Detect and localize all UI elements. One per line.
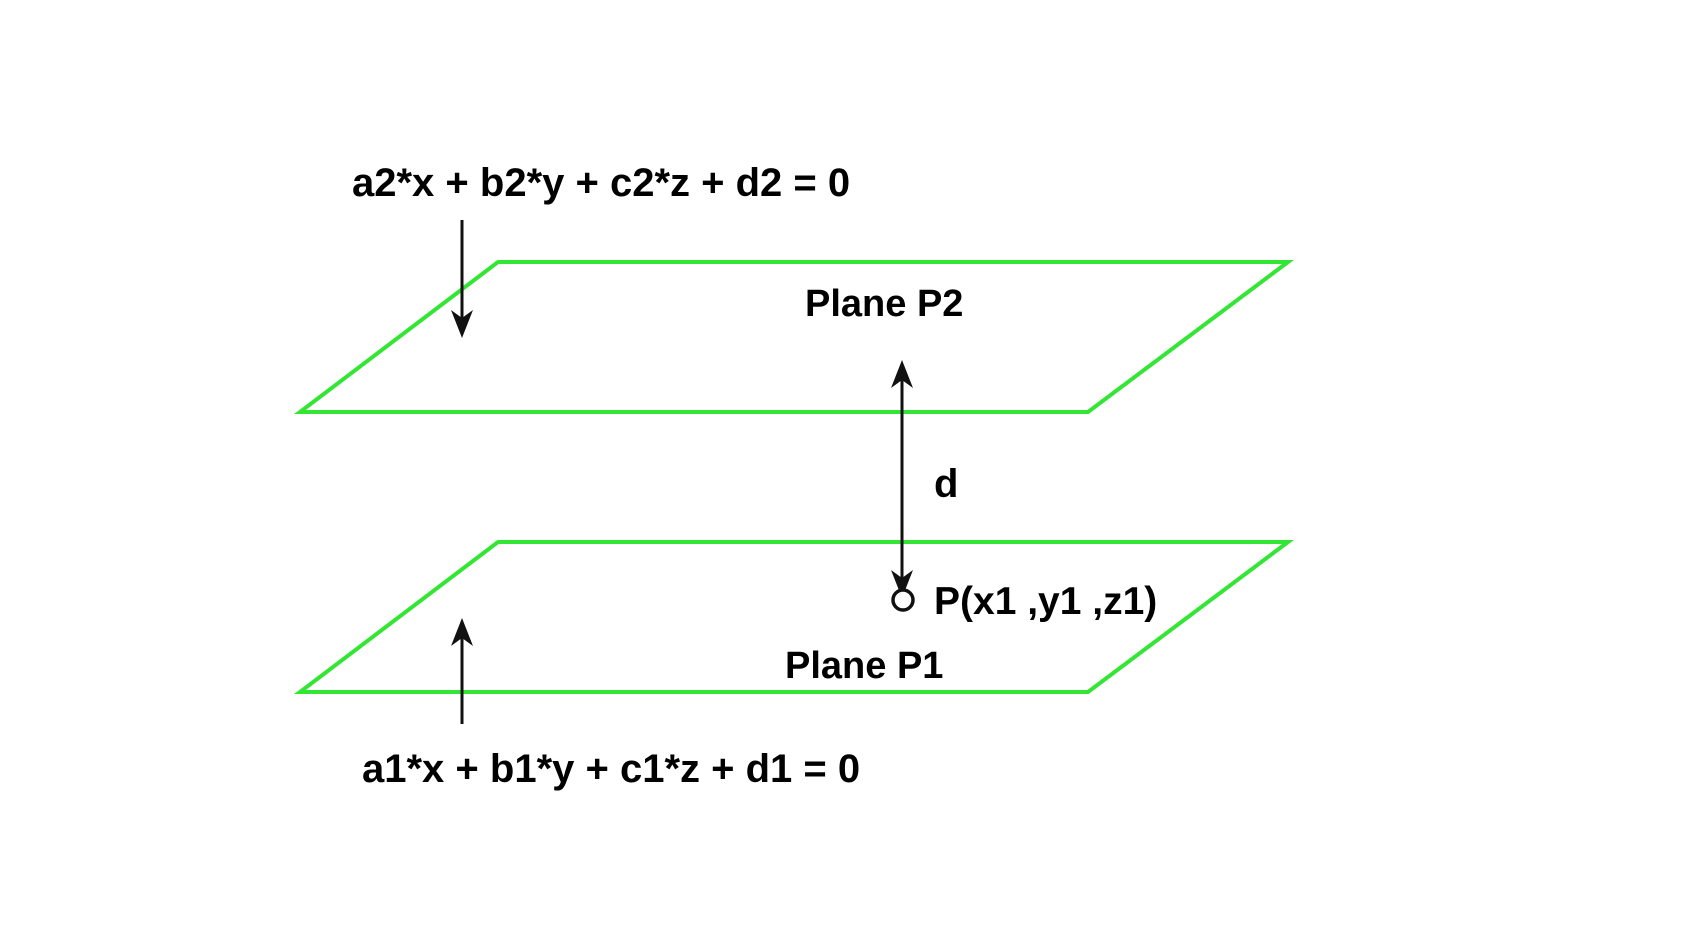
distance-arrow (891, 360, 913, 598)
plane1-equation-arrow (451, 618, 473, 724)
plane1-equation: a1*x + b1*y + c1*z + d1 = 0 (362, 747, 860, 791)
plane-p2-outline (294, 260, 1294, 414)
plane-p1-label: Plane P1 (785, 645, 943, 687)
plane2-equation-arrow (451, 220, 473, 338)
plane-p1-outline (294, 540, 1294, 694)
plane-p2-label: Plane P2 (805, 283, 963, 325)
point-p-label: P(x1 ,y1 ,z1) (934, 580, 1157, 623)
distance-label: d (934, 462, 958, 506)
point-p-marker (891, 588, 915, 612)
plane2-equation: a2*x + b2*y + c2*z + d2 = 0 (352, 161, 850, 205)
